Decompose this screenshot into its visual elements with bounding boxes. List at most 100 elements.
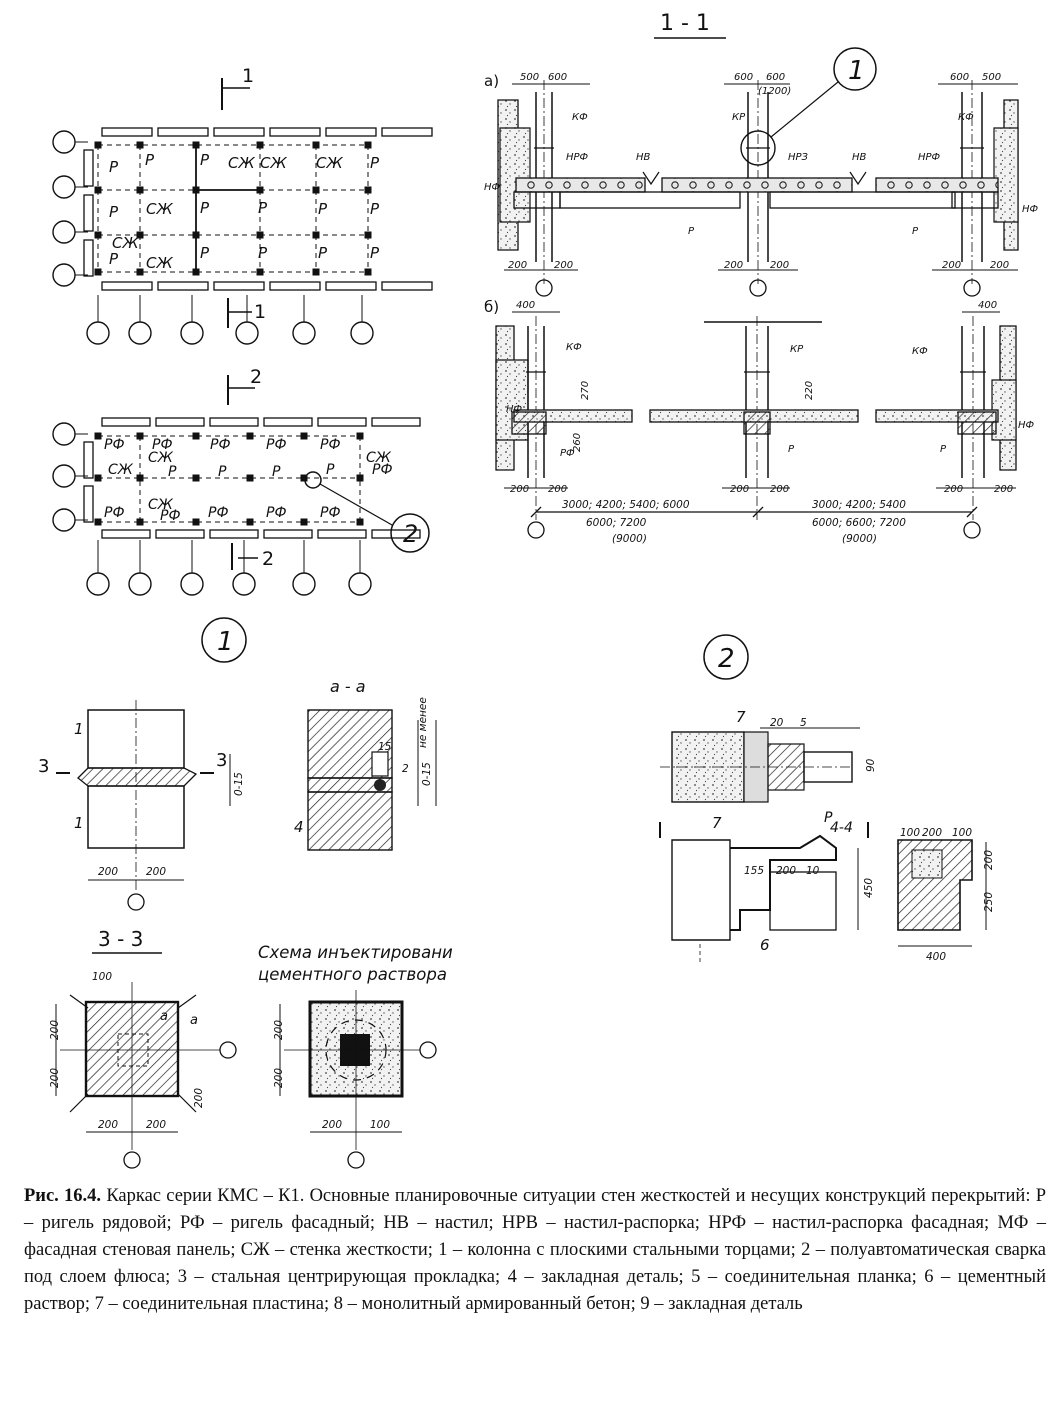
callout-1-leader [770,81,839,138]
axis-bubble [749,279,767,297]
plan-2-grid [94,432,364,526]
plan-2-label: РФ [266,505,287,521]
column [192,474,200,482]
section-a-label: а) [484,72,499,90]
facade-panel [317,417,367,427]
axis-bubble [348,572,372,596]
plan-2-label: Р [326,462,335,478]
element-tag: НВ [852,152,867,163]
facade-panel [263,417,313,427]
axis-bubble [86,572,110,596]
column [94,268,102,276]
detail-2-label: 2 [718,644,735,674]
facade-panel [157,281,209,291]
facade-panel [381,127,433,137]
plan-1-label: Р [145,151,155,169]
span-label: (9000) [842,533,877,545]
callout-2-marker [304,471,322,489]
leader-line [177,994,197,1009]
leader-line [69,1093,89,1113]
facade-panel [101,417,151,427]
dimension-label: 220 [804,381,815,400]
element-tag: КР [732,112,746,123]
element-tag: РФ [560,448,575,459]
column [356,518,364,526]
scheme-title-line-1: Схема инъектировани [258,943,453,962]
plan-1-label: Р [200,244,210,262]
span-label: 3000; 4200; 5400; 6000 [562,499,690,511]
column [364,186,372,194]
dimension-label: 200 [944,484,963,495]
plan-1-label: СЖ [316,154,343,172]
beam [559,191,741,209]
axis-bubble [52,263,76,287]
dimension-label: 5 [800,717,807,729]
element-tag: НФ [506,404,523,415]
dimension-label: 270 [580,381,591,400]
column [364,141,372,149]
dimension-label: 200 [49,1020,61,1040]
dim-tick [752,506,764,518]
cut-2-top-label: 2 [250,366,262,388]
detail-1-bubble [201,617,247,663]
facade-panels-bottom [101,281,433,291]
element-tag: НФ [1022,204,1039,215]
column [246,432,254,440]
column [192,268,200,276]
plan-2-label: СЖ [366,450,392,466]
column [136,432,144,440]
dimension-label: 20 [770,717,784,729]
dimension-label: 200 [983,850,995,870]
dimension-label: 200 [770,260,789,271]
dimension-label: 500 [982,72,1001,83]
dimension-label: 200 [273,1020,285,1040]
dimension-label: 600 [548,72,567,83]
section-a-a-title: а - а [330,677,366,696]
column [312,186,320,194]
axis-bubble [52,175,76,199]
hollow-core-slab [515,177,646,193]
axis-bubble [235,321,259,345]
facade-panel [269,127,321,137]
plan-2-label: Р [272,464,281,480]
plan-1-label: Р [200,151,210,169]
axis-bubble [52,130,76,154]
item-number: 1 [74,720,84,738]
dimension-label: 10 [806,865,820,877]
axis-bubble [347,1151,365,1169]
plan-2-label: Р [218,464,227,480]
element-tag: КФ [912,346,928,357]
facade-panel [325,281,377,291]
axis-bubble [419,1041,437,1059]
column [94,518,102,526]
column [94,474,102,482]
column [256,231,264,239]
plan-1-label: СЖ [146,254,173,272]
dimension-label: 90 [865,758,877,772]
plan-1-label: Р [258,199,268,217]
dim-tick [530,506,542,518]
end-wall-panel [83,194,94,232]
axis-bubble [52,422,76,446]
column [136,186,144,194]
facade-panel [101,529,151,539]
dimension-label: 6 [760,936,770,954]
detail-1-drawing [55,700,437,1169]
plan-2-label: РФ [266,437,287,453]
section-3-3-title: 3 - 3 [98,927,143,951]
plan-1-label: Р [370,200,380,218]
facade-panel-left [499,127,531,223]
embedded-plate [307,777,393,793]
dimension-label: 100 [900,827,920,839]
span-label: (9000) [612,533,647,545]
dimension-label: 200 [49,1068,61,1088]
dimension-label: (1200) [758,86,791,97]
leader-line [69,994,89,1009]
column [94,231,102,239]
callout-1-label: 1 [848,56,865,86]
dimension-label: 200 [98,866,118,878]
column [136,231,144,239]
